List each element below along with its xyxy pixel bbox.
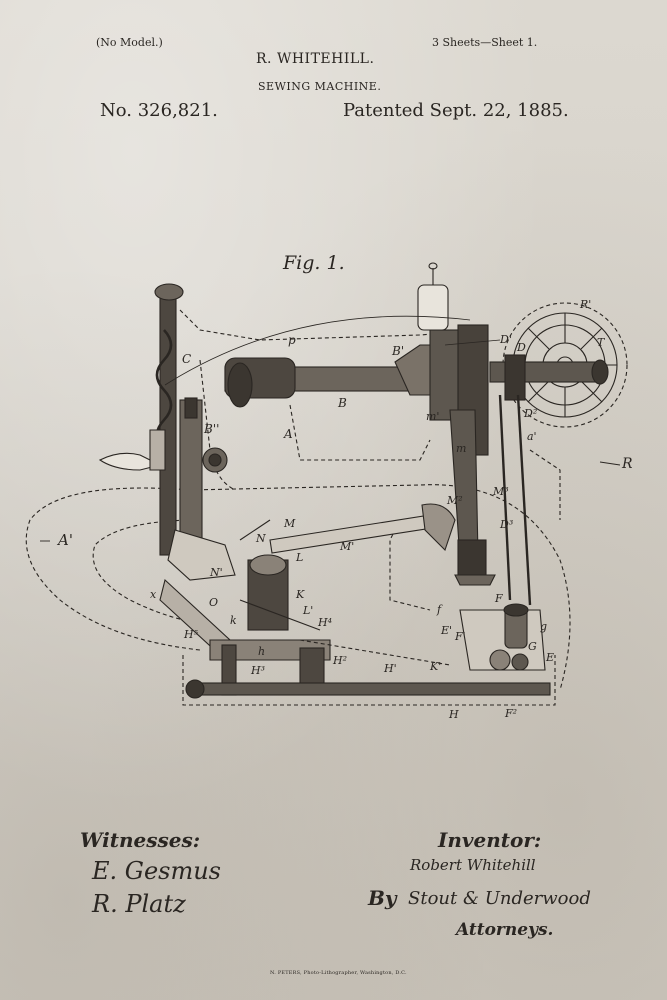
- patent-number: No. 326,821.: [100, 100, 218, 121]
- ref-letter-n: N: [256, 532, 266, 545]
- ref-letter-a: A: [284, 427, 293, 441]
- ref-letter-m-upper-prime: M': [340, 540, 355, 553]
- ref-letter-n-prime: N': [210, 566, 223, 579]
- ref-letter-f2: F²: [505, 707, 518, 720]
- ref-letter-m3: M³: [493, 485, 509, 498]
- ref-letter-f: F: [495, 592, 503, 605]
- ref-letter-l-prime: L': [303, 604, 314, 617]
- ref-letter-d2: D²: [524, 407, 538, 420]
- ref-letter-b: B: [338, 396, 347, 410]
- patent-date: Patented Sept. 22, 1885.: [343, 100, 569, 121]
- sheet-count: 3 Sheets—Sheet 1.: [432, 36, 538, 49]
- ref-letter-k: K: [296, 588, 305, 601]
- figure-label: Fig. 1.: [283, 252, 345, 274]
- ref-letter-b-prime: B': [392, 344, 405, 358]
- witness-signature-1: E. Gesmus: [92, 857, 221, 885]
- ref-letter-p: p: [288, 333, 296, 347]
- witnesses-label: Witnesses:: [80, 828, 201, 852]
- ref-letter-h4: H⁴: [318, 616, 333, 629]
- ref-letter-m-upper: M: [284, 517, 296, 530]
- ref-letter-m-prime: m': [426, 410, 440, 423]
- ref-letter-b-double-prime: B'': [204, 422, 220, 436]
- ref-letter-t: T: [597, 336, 605, 349]
- ref-letter-h5: H⁵: [184, 628, 199, 641]
- ref-letter-m: m: [456, 442, 467, 455]
- patent-title: SEWING MACHINE.: [258, 80, 382, 93]
- ref-letter-d-prime: D': [500, 333, 512, 346]
- ref-letter-r: R: [622, 456, 633, 472]
- ref-letter-g: g: [540, 620, 548, 633]
- ref-letter-l: L: [296, 551, 304, 564]
- ref-letter-d: D: [517, 341, 526, 354]
- printer-credit: N. PETERS, Photo-Lithographer, Washingto…: [270, 970, 407, 976]
- ref-letter-h: H: [449, 708, 459, 721]
- ref-letter-h3: H³: [251, 664, 266, 677]
- ref-letter-h2: H²: [333, 654, 348, 667]
- ref-letter-r-prime: R': [580, 298, 592, 311]
- ref-letter-o: O: [209, 596, 219, 609]
- ref-letter-a-small: a': [527, 430, 537, 443]
- ref-letter-x: x: [150, 588, 157, 601]
- inventor-signature: Robert Whitehill: [410, 856, 536, 874]
- ref-letter-d3: D³: [500, 518, 514, 531]
- attorneys-signature: Stout & Underwood: [408, 888, 591, 909]
- inventor-heading: R. WHITEHILL.: [256, 51, 375, 67]
- ref-letter-a-prime: A': [58, 531, 73, 549]
- ref-letter-e-prime: E': [441, 624, 453, 637]
- ref-letter-k-small: k: [230, 614, 237, 627]
- by-label: By: [368, 886, 397, 910]
- ref-letter-h-prime: H': [384, 662, 397, 675]
- ref-letter-f-small: f: [437, 603, 442, 616]
- ref-letter-k-prime: K': [430, 660, 442, 673]
- ref-letter-m2: M²: [447, 494, 463, 507]
- model-note: (No Model.): [96, 36, 163, 49]
- ref-letter-g-upper: G: [528, 640, 537, 653]
- inventor-label: Inventor:: [438, 828, 542, 852]
- ref-letter-f-prime: F': [455, 630, 466, 643]
- ref-letter-e: E: [546, 651, 555, 664]
- ref-letter-h-small: h: [258, 645, 266, 658]
- attorneys-label: Attorneys.: [456, 920, 554, 940]
- ref-letter-c: C: [182, 352, 192, 366]
- witness-signature-2: R. Platz: [92, 890, 186, 918]
